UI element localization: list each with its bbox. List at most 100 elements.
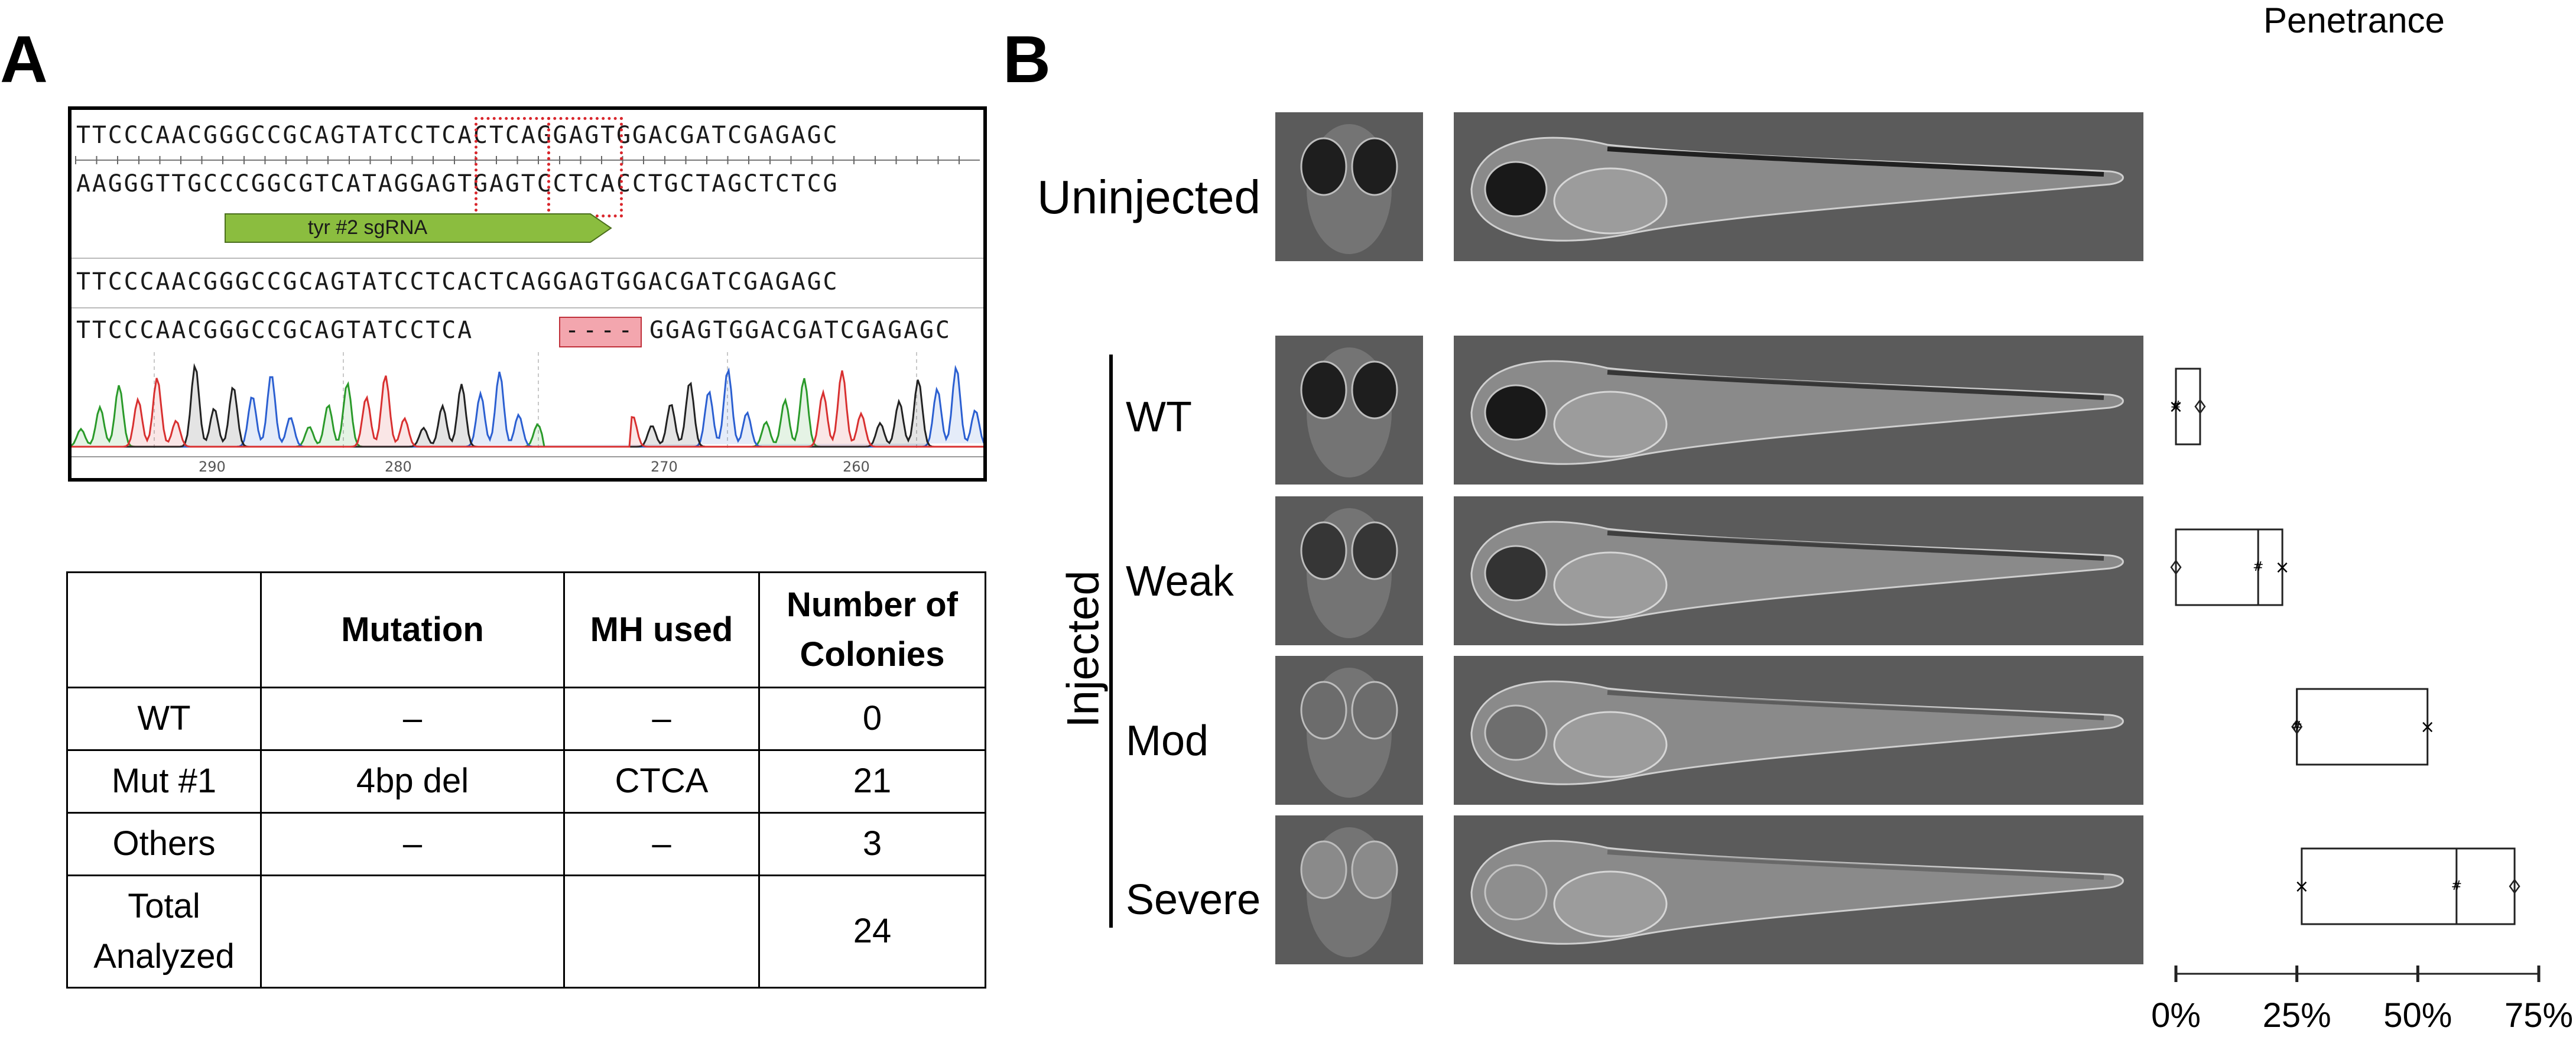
table-cell: 3 <box>758 812 986 876</box>
point-marker-x: × <box>2275 557 2290 578</box>
point-marker-hash: # <box>2451 879 2462 893</box>
table-cell: – <box>260 687 565 751</box>
point-marker-hash: # <box>2171 399 2181 414</box>
weak-head-image <box>1275 496 1423 645</box>
point-marker-x: × <box>2294 876 2309 897</box>
injected-bracket-line <box>1109 355 1113 928</box>
table-cell: CTCA <box>563 749 760 814</box>
x-tick-label: 25% <box>2263 996 2331 1035</box>
table-cell: Mut #1 <box>66 749 262 814</box>
deletion-dashes: ---- <box>565 317 636 344</box>
dorsal-pigment <box>1607 531 2104 561</box>
eye-shape <box>1351 840 1398 899</box>
trace-position-label: 270 <box>651 459 678 475</box>
head-illustration <box>1300 668 1398 798</box>
point-marker-x: × <box>2420 717 2435 737</box>
separator-line <box>72 258 983 259</box>
eye-shape <box>1484 704 1548 761</box>
head-illustration <box>1300 124 1398 254</box>
sequence-alignment-panel: TTCCCAACGGGCCGCAGTATCCTCACTCAGGAGTGGACGA… <box>68 106 987 482</box>
sgrna-arrow <box>225 213 612 243</box>
injected-label: Injected <box>1058 570 1109 728</box>
table-cell: 24 <box>758 875 986 989</box>
point-marker-diamond <box>2509 878 2520 895</box>
row-label-severe: Severe <box>1126 876 1261 924</box>
yolk <box>1553 551 1668 619</box>
reference-bottom-strand: AAGGGTTGCCCGGCGTCATAGGAGTGAGTCCTCACCTGCT… <box>76 170 839 197</box>
table-cell: – <box>563 687 760 751</box>
penetrance-box-chart: ×##×#××#0%25%50%75% <box>2151 368 2573 1035</box>
box-group-severe: ×# <box>2294 847 2520 925</box>
table-header-cell: MH used <box>563 571 760 688</box>
body-illustration <box>1470 680 2124 785</box>
point-marker-hash: # <box>2291 719 2302 734</box>
trace-position-label: 280 <box>385 459 412 475</box>
eye-shape <box>1300 137 1347 196</box>
point-marker-diamond <box>2170 559 2182 576</box>
table-row: Others – – 3 <box>66 812 986 876</box>
colony-table: Mutation MH used Number of Colonies WT –… <box>66 571 986 989</box>
eye-shape <box>1484 161 1548 217</box>
table-cell <box>563 875 760 989</box>
body-illustration <box>1470 136 2124 242</box>
ruler-ticks <box>75 156 980 164</box>
mutant-read-left: TTCCCAACGGGCCGCAGTATCCTCA <box>76 317 474 344</box>
dorsal-pigment <box>1607 690 2104 720</box>
eye-shape <box>1351 360 1398 420</box>
head-illustration <box>1300 827 1398 957</box>
row-label-wt: WT <box>1126 394 1192 441</box>
chart-title: Penetrance <box>2263 1 2445 40</box>
dorsal-pigment <box>1607 370 2104 400</box>
x-tick-label: 75% <box>2504 996 2573 1035</box>
yolk <box>1553 711 1668 778</box>
point-marker-diamond <box>2291 719 2303 735</box>
table-row: Total Analyzed 24 <box>66 875 986 989</box>
eye-shape <box>1300 360 1347 420</box>
eye-shape <box>1484 545 1548 602</box>
eye-shape <box>1351 681 1398 740</box>
table-cell: Others <box>66 812 262 876</box>
trace-position-label: 290 <box>199 459 226 475</box>
point-marker-diamond <box>2194 398 2206 415</box>
body-illustration <box>1470 360 2124 465</box>
eye-shape <box>1300 681 1347 740</box>
body-illustration <box>1470 521 2124 626</box>
uninjected-label: Uninjected <box>1037 171 1261 223</box>
wt-head-image <box>1275 336 1423 485</box>
weak-body-image <box>1454 496 2143 645</box>
x-tick-label: 0% <box>2151 996 2201 1035</box>
mutant-read-right: GGAGTGGACGATCGAGAGC <box>649 317 951 344</box>
box-group-weak: #× <box>2170 528 2290 606</box>
table-row: WT – – 0 <box>66 687 986 751</box>
head-illustration <box>1300 347 1398 477</box>
uninjected-body-image <box>1454 112 2143 261</box>
sanger-chromatogram <box>72 352 983 450</box>
deletion-highlight <box>559 317 642 347</box>
table-cell: WT <box>66 687 262 751</box>
box-group-wt: ×# <box>2168 368 2206 446</box>
point-marker-hash: # <box>2253 560 2263 574</box>
table-cell: – <box>563 812 760 876</box>
mod-head-image <box>1275 656 1423 805</box>
table-cell: 4bp del <box>260 749 565 814</box>
microhomology-box-left <box>475 117 550 217</box>
box-group-mod: #× <box>2291 688 2435 766</box>
table-cell: 0 <box>758 687 986 751</box>
row-label-weak: Weak <box>1126 558 1234 605</box>
uninjected-head-image <box>1275 112 1423 261</box>
box-rect <box>2296 688 2429 766</box>
trace-channel <box>72 370 983 448</box>
mod-body-image <box>1454 656 2143 805</box>
table-header-row: Mutation MH used Number of Colonies <box>66 571 986 688</box>
body-illustration <box>1470 840 2124 945</box>
eye-shape <box>1351 521 1398 580</box>
wt-read-sequence: TTCCCAACGGGCCGCAGTATCCTCACTCAGGAGTGGACGA… <box>76 268 839 295</box>
table-header-cell: Number of Colonies <box>758 571 986 688</box>
eye-shape <box>1300 521 1347 580</box>
table-cell <box>260 875 565 989</box>
row-label-mod: Mod <box>1126 717 1209 765</box>
head-illustration <box>1300 508 1398 638</box>
table-header-cell: Mutation <box>260 571 565 688</box>
reference-top-strand: TTCCCAACGGGCCGCAGTATCCTCACTCAGGAGTGGACGA… <box>76 122 839 149</box>
